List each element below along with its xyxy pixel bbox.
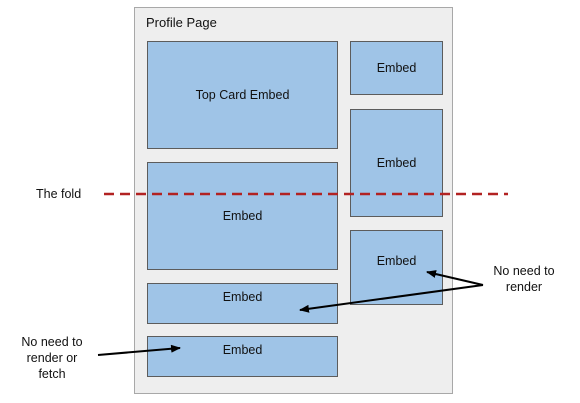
- annotation-line: render or: [26, 351, 78, 365]
- page-title: Profile Page: [146, 15, 217, 30]
- top-card-embed-label: Top Card Embed: [195, 88, 290, 102]
- embed-label: Embed: [222, 343, 263, 357]
- embed-label: Embed: [376, 156, 417, 170]
- embed-side-2: Embed: [350, 109, 443, 217]
- top-card-embed: Top Card Embed: [147, 41, 338, 149]
- arrow-to-last-embed: [97, 344, 181, 356]
- no-render-or-fetch-annotation: No need to render or fetch: [14, 334, 90, 382]
- annotation-line: No need to: [21, 335, 83, 349]
- embed-main-bottom-1: Embed: [147, 283, 338, 324]
- embed-main-middle: Embed: [147, 162, 338, 270]
- embed-label: Embed: [376, 61, 417, 75]
- arrow-to-bottom-embed: [299, 284, 484, 313]
- arrow-to-side-embed: [426, 270, 484, 286]
- annotation-line: fetch: [38, 367, 66, 381]
- fold-label: The fold: [36, 187, 82, 201]
- annotation-line: render: [505, 280, 543, 294]
- embed-main-bottom-2: Embed: [147, 336, 338, 377]
- embed-side-1: Embed: [350, 41, 443, 95]
- annotation-line: No need to: [493, 264, 555, 278]
- no-render-annotation: No need to render: [488, 263, 560, 295]
- embed-label: Embed: [376, 254, 417, 268]
- embed-label: Embed: [222, 290, 263, 304]
- embed-label: Embed: [222, 209, 263, 223]
